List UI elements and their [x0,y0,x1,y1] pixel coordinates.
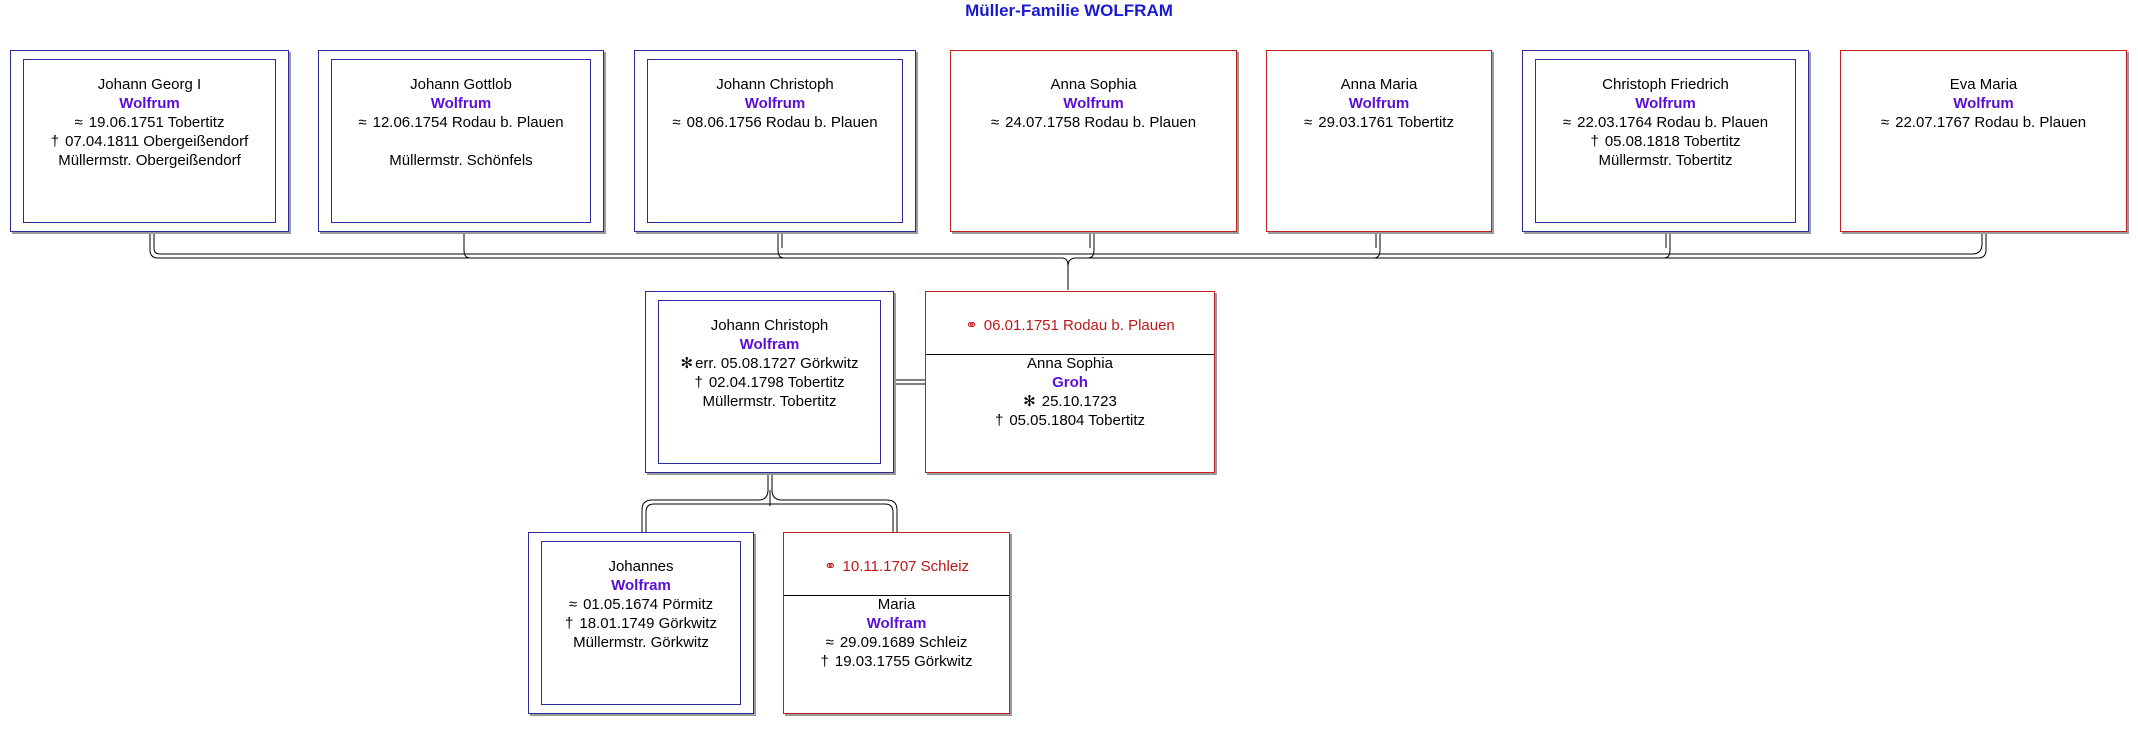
empty-line [319,132,603,151]
given-name: Anna Sophia [1027,355,1113,372]
marriage-date: 06.01.1751 Rodau b. Plauen [983,317,1175,334]
baptism-date: 19.06.1751 Tobertitz [88,114,225,131]
death-icon: † [994,412,1004,429]
child-card-4[interactable]: Anna Sophia Wolfrum ≈24.07.1758 Rodau b.… [950,50,1237,232]
given-name: Maria [877,596,916,613]
family-name: Wolfrum [744,95,806,112]
death-icon: † [820,653,829,670]
father-card[interactable]: Johann Christoph Wolfram ✻err. 05.08.172… [645,291,894,473]
death-date: 18.01.1749 Görkwitz [579,615,717,632]
family-name: Wolfrum [1635,95,1696,112]
baptism-icon: ≈ [825,634,834,651]
baptism-icon: ≈ [1304,114,1313,131]
death-icon: † [694,374,703,391]
family-name: Wolfrum [1063,95,1124,112]
death-date: 19.03.1755 Görkwitz [834,653,973,670]
baptism-date: 22.03.1764 Rodau b. Plauen [1577,114,1769,131]
given-name: Anna Maria [1340,76,1418,93]
mother-card[interactable]: ⚭06.01.1751 Rodau b. Plauen Anna Sophia … [925,291,1215,473]
marriage-rings-icon: ⚭ [823,558,837,575]
baptism-icon: ≈ [568,596,578,613]
given-name: Johann Georg I [97,76,202,93]
separator [784,595,1009,596]
child-card-1[interactable]: Johann Georg I Wolfrum ≈19.06.1751 Tober… [10,50,289,232]
death-date: 07.04.1811 Obergeißendorf [65,133,249,150]
baptism-icon: ≈ [74,114,83,131]
given-name: Johann Christoph [716,76,834,93]
marriage-date: 10.11.1707 Schleiz [842,558,970,575]
baptism-icon: ≈ [358,114,367,131]
baptism-date: 08.06.1756 Rodau b. Plauen [686,114,878,131]
baptism-icon: ≈ [1562,114,1572,131]
child-card-3[interactable]: Johann Christoph Wolfrum ≈08.06.1756 Rod… [634,50,916,232]
given-name: Johann Gottlob [410,76,512,93]
baptism-date: 12.06.1754 Rodau b. Plauen [372,114,564,131]
occupation: Müllermstr. Görkwitz [573,634,709,651]
marriage-info: ⚭ 10.11.1707 Schleiz [784,557,1009,576]
occupation: Müllermstr. Obergeißendorf [58,152,241,169]
baptism-icon: ≈ [1880,114,1890,131]
baptism-icon: ≈ [990,114,1000,131]
child-card-5[interactable]: Anna Maria Wolfrum ≈29.03.1761 Tobertitz [1266,50,1492,232]
baptism-date: 29.09.1689 Schleiz [839,634,968,651]
family-name: Wolfram [739,336,800,353]
given-name: Johannes [608,558,674,575]
death-date: 02.04.1798 Tobertitz [708,374,845,391]
occupation: Müllermstr. Tobertitz [702,393,837,410]
chart-title: Müller-Familie WOLFRAM [965,1,1173,20]
family-name: Wolfrum [119,95,180,112]
family-name: Wolfram [611,577,671,594]
separator [926,354,1214,355]
family-name: Groh [1052,374,1088,391]
birth-icon: ✻ [680,355,694,372]
death-date: 05.05.1804 Tobertitz [1009,412,1145,429]
death-icon: † [1590,133,1599,150]
death-icon: † [565,615,574,632]
child-card-6[interactable]: Christoph Friedrich Wolfrum ≈22.03.1764 … [1522,50,1809,232]
given-name: Johann Christoph [710,317,829,334]
marriage-info: ⚭ 06.01.1751 Rodau b. Plauen [926,316,1214,335]
family-name: Wolfram [866,615,927,632]
occupation: Müllermstr. Tobertitz [1598,152,1733,169]
baptism-icon: ≈ [672,114,681,131]
birth-date: err. 05.08.1727 Görkwitz [695,355,859,372]
given-name: Eva Maria [1949,76,2018,93]
grandfather-card[interactable]: Johannes Wolfram ≈01.05.1674 Pörmitz † 18… [528,532,754,714]
grandmother-card[interactable]: ⚭ 10.11.1707 Schleiz Maria Wolfram ≈29.09… [783,532,1010,714]
given-name: Christoph Friedrich [1602,76,1729,93]
marriage-rings-icon: ⚭ [965,317,978,334]
death-icon: † [50,133,60,150]
family-name: Wolfrum [1953,95,2014,112]
birth-date: 25.10.1723 [1041,393,1117,410]
child-card-7[interactable]: Eva Maria Wolfrum ≈22.07.1767 Rodau b. P… [1840,50,2127,232]
death-date: 05.08.1818 Tobertitz [1604,133,1741,150]
birth-icon: ✻ [1023,393,1036,410]
baptism-date: 24.07.1758 Rodau b. Plauen [1005,114,1197,131]
family-name: Wolfrum [430,95,492,112]
occupation: Müllermstr. Schönfels [389,152,533,169]
child-card-2[interactable]: Johann Gottlob Wolfrum ≈12.06.1754 Rodau… [318,50,604,232]
baptism-date: 01.05.1674 Pörmitz [583,596,714,613]
given-name: Anna Sophia [1050,76,1137,93]
baptism-date: 22.07.1767 Rodau b. Plauen [1895,114,2087,131]
family-name: Wolfrum [1348,95,1410,112]
baptism-date: 29.03.1761 Tobertitz [1318,114,1454,131]
